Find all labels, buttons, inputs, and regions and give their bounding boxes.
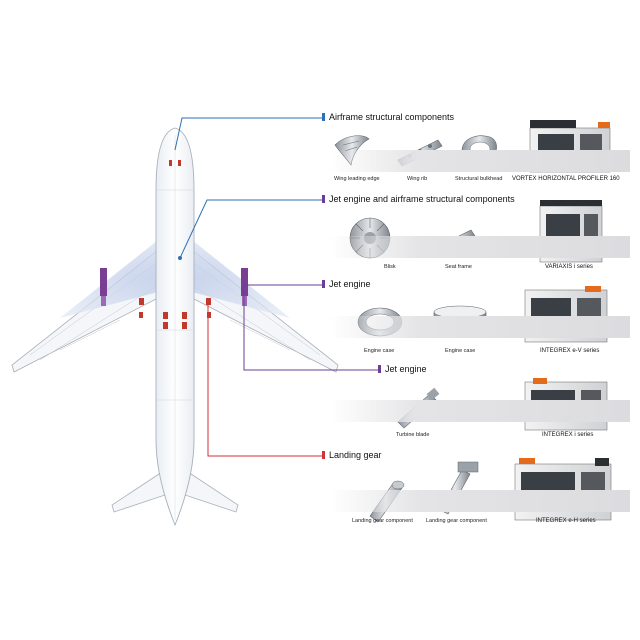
part-caption: Engine case: [364, 348, 395, 354]
leader-line-jet-airframe: [179, 199, 322, 259]
shelf-band: [330, 236, 630, 258]
machine-caption: INTEGREX i series: [542, 432, 594, 438]
section-title-landing-gear: Landing gear: [322, 450, 382, 460]
leader-line-jet-engine-2: [243, 282, 378, 371]
part-caption: Landing gear component: [426, 518, 487, 524]
left-stabilizer: [111, 469, 166, 513]
machine-caption: VORTEX HORIZONTAL PROFILER 160: [512, 176, 620, 182]
cockpit-component: [178, 160, 181, 166]
section-marker: [378, 365, 381, 373]
landing-gear-marks: [139, 298, 211, 329]
fuel-tank-highlight: [60, 240, 290, 318]
part-caption: Blisk: [384, 264, 396, 270]
section-title-jet-engine-2: Jet engine: [378, 364, 427, 374]
section-title-jet-airframe: Jet engine and airframe structural compo…: [322, 194, 515, 204]
part-caption: Wing rib: [407, 176, 428, 182]
left-outer-engine: [100, 268, 107, 306]
right-stabilizer: [184, 469, 239, 513]
leader-line-airframe: [174, 117, 322, 151]
machine-caption: INTEGREX e-H series: [536, 518, 596, 524]
part-caption: Landing gear component: [352, 518, 413, 524]
leader-line-jet-engine-1: [243, 282, 322, 286]
section-marker: [322, 451, 325, 459]
leader-dot: [178, 256, 182, 260]
shelf-band: [330, 490, 630, 512]
section-title-airframe: Airframe structural components: [322, 112, 454, 122]
leader-line-landing-gear: [207, 305, 322, 457]
aircraft-illustration: [11, 127, 339, 527]
machine-caption: INTEGREX e-V series: [540, 348, 600, 354]
shelf-band: [330, 400, 630, 422]
part-caption: Turbine blade: [396, 432, 430, 438]
cockpit-component: [169, 160, 172, 166]
section-marker: [322, 195, 325, 203]
part-caption: Seat frame: [445, 264, 472, 270]
section-marker: [322, 113, 325, 121]
section-marker: [322, 280, 325, 288]
part-caption: Structural bulkhead: [455, 176, 503, 182]
leader-lines: [174, 117, 378, 457]
part-caption: Engine case: [445, 348, 476, 354]
shelf-band: [330, 316, 630, 338]
shelf-band: [330, 150, 630, 172]
section-title-jet-engine-1: Jet engine: [322, 279, 371, 289]
fuselage-frame-lines: [156, 135, 194, 520]
machine-caption: VARIAXIS i series: [545, 264, 593, 270]
part-caption: Wing leading edge: [334, 176, 380, 182]
